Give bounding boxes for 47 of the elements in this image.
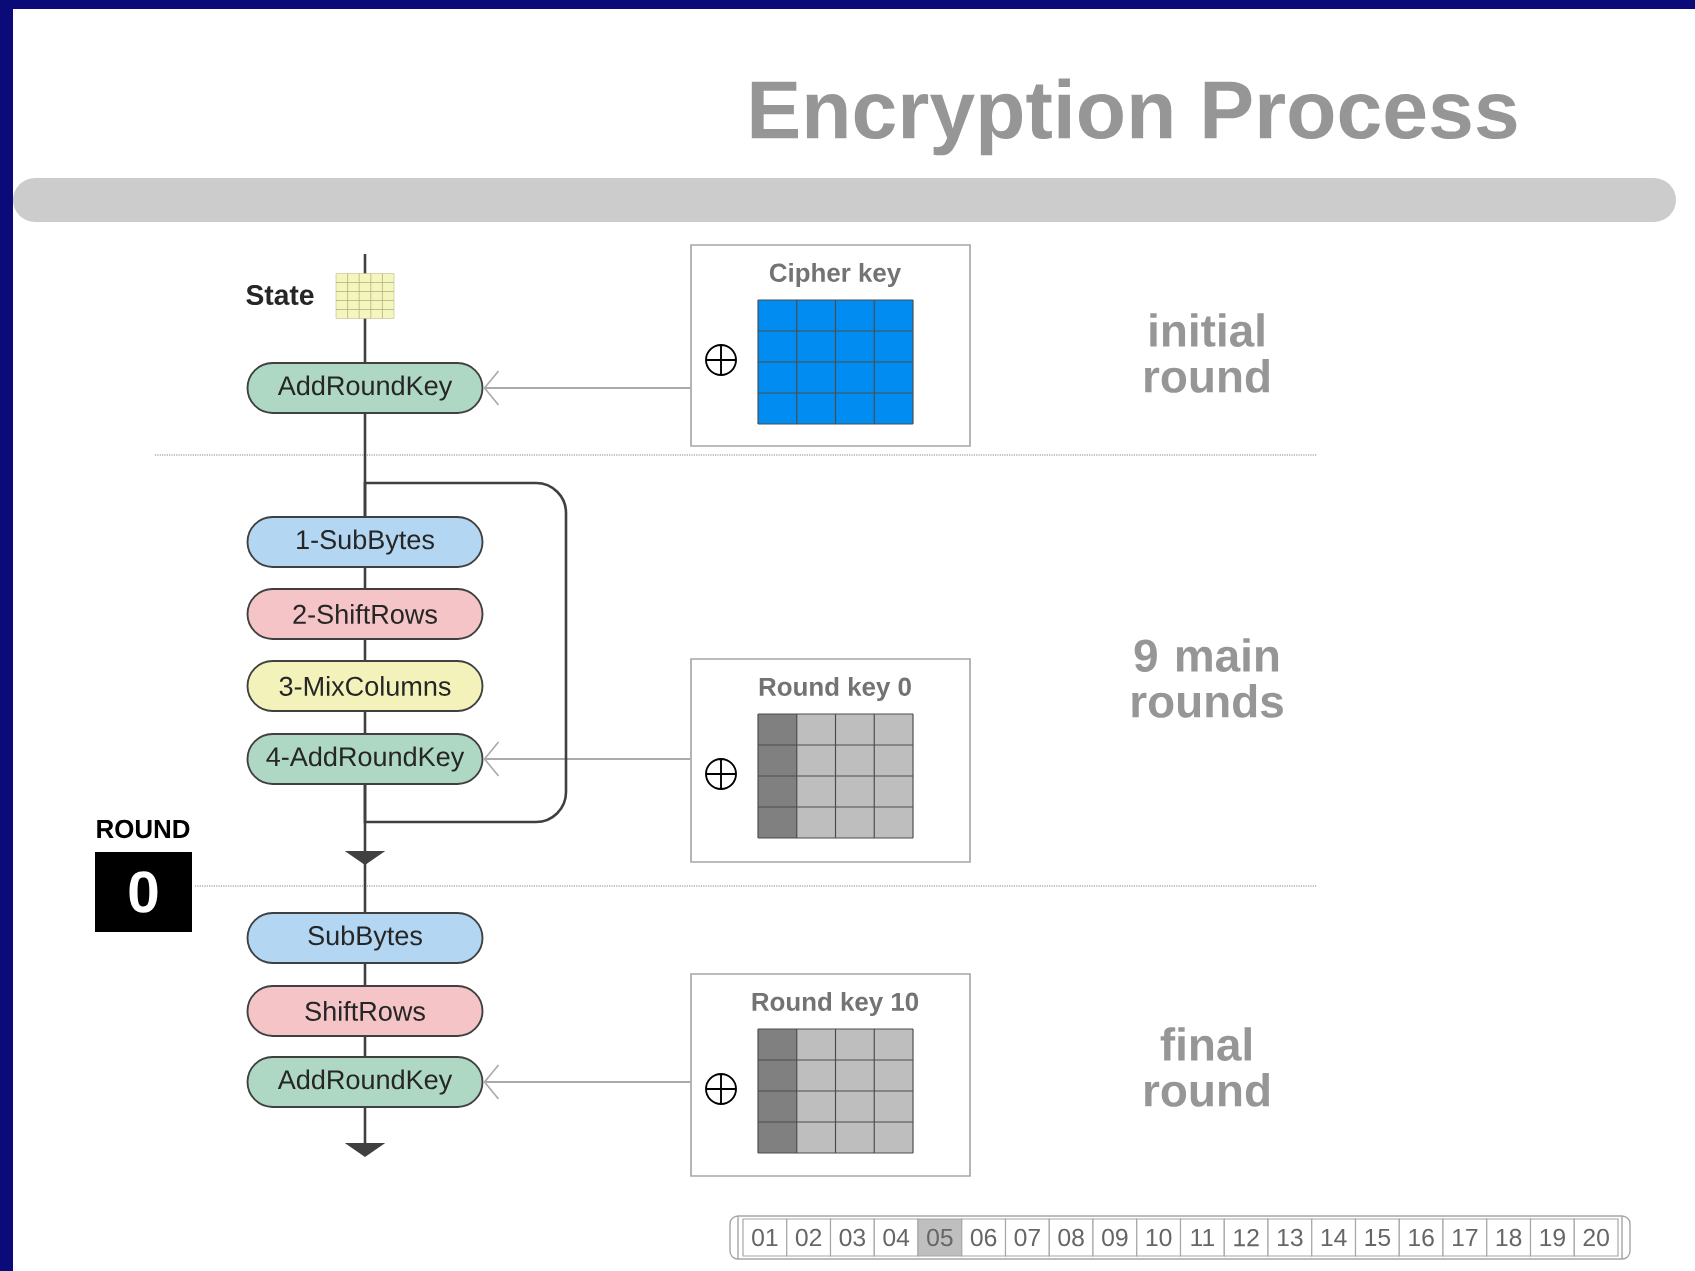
state-grid-icon	[335, 273, 395, 319]
timeline-cell: 07	[1004, 1218, 1050, 1257]
timeline-cell: 17	[1442, 1218, 1488, 1257]
step-pill: AddRoundKey	[246, 362, 484, 414]
stage-label: initial round	[1145, 313, 1269, 393]
timeline-cell: 12	[1223, 1218, 1269, 1257]
arrow	[483, 370, 691, 406]
diagram-title: Encryption Process	[751, 78, 1517, 156]
step-pill: SubBytes	[246, 912, 484, 964]
timeline-cell: 01	[742, 1218, 788, 1257]
connector-line	[363, 711, 367, 734]
connector-line	[363, 639, 367, 661]
step-pill: 2-ShiftRows	[246, 588, 484, 640]
round-counter: 0 ROUND	[95, 819, 192, 932]
timeline-cell: 20	[1573, 1218, 1619, 1257]
timeline-cell: 18	[1486, 1218, 1532, 1257]
connector-line	[363, 254, 367, 274]
timeline-cell: 09	[1092, 1218, 1138, 1257]
connector-line	[363, 481, 568, 824]
timeline-cell: 08	[1048, 1218, 1094, 1257]
timeline-cell: 10	[1136, 1218, 1182, 1257]
timeline-cell: 15	[1354, 1218, 1400, 1257]
timeline-cell: 06	[961, 1218, 1007, 1257]
connector-line	[363, 1036, 367, 1057]
timeline-cell: 13	[1267, 1218, 1313, 1257]
timeline-cell: 11	[1179, 1218, 1225, 1257]
timeline-cell: 05	[917, 1218, 963, 1257]
timeline-cell: 04	[873, 1218, 919, 1257]
timeline-cell: 03	[829, 1218, 875, 1257]
step-pill: AddRoundKey	[246, 1056, 484, 1108]
connector-line	[363, 963, 367, 986]
arrow	[483, 741, 691, 777]
step-pill: 3-MixColumns	[246, 660, 484, 712]
step-pill: 4-AddRoundKey	[246, 733, 484, 785]
step-pill: ShiftRows	[246, 985, 484, 1037]
arrow	[483, 1064, 691, 1100]
stage-label: 9 main rounds	[1132, 638, 1283, 718]
connector-line	[363, 318, 367, 363]
timeline-cell: 14	[1311, 1218, 1357, 1257]
timeline-cell: 02	[786, 1218, 832, 1257]
timeline-cell: 16	[1398, 1218, 1444, 1257]
step-pill: 1-SubBytes	[246, 516, 484, 568]
timeline-cell: 19	[1529, 1218, 1575, 1257]
state-label: State	[246, 285, 314, 305]
stage-label: final round	[1145, 1027, 1269, 1107]
connector-line	[363, 567, 367, 589]
node-label: ROUND	[97, 819, 190, 839]
